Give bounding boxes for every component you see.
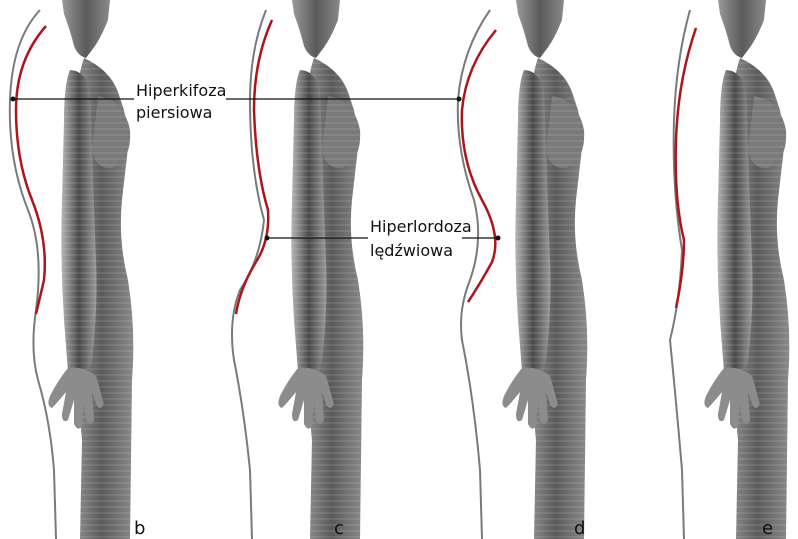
panel-letter: d (574, 518, 585, 539)
spine-curve (16, 26, 46, 314)
panel-e: e (670, 0, 789, 539)
spine-curve (462, 30, 496, 302)
lordosis-marker-right (496, 236, 501, 241)
panel-letter: b (134, 518, 145, 539)
lordosis-label-line1: Hiperlordoza (370, 217, 472, 236)
lordosis-marker-left (265, 236, 270, 241)
panel-c: c (232, 0, 363, 539)
kyphosis-marker-left (11, 97, 16, 102)
panel-b: b (10, 0, 146, 539)
lordosis-label-line2: lędźwiowa (370, 241, 453, 260)
kyphosis-label-line1: Hiperkifoza (136, 81, 226, 100)
kyphosis-marker-right (457, 97, 462, 102)
kyphosis-label-line2: piersiowa (136, 103, 212, 122)
panel-d: d (458, 0, 588, 539)
panel-letter: c (334, 518, 344, 539)
panel-letter: e (762, 518, 773, 539)
